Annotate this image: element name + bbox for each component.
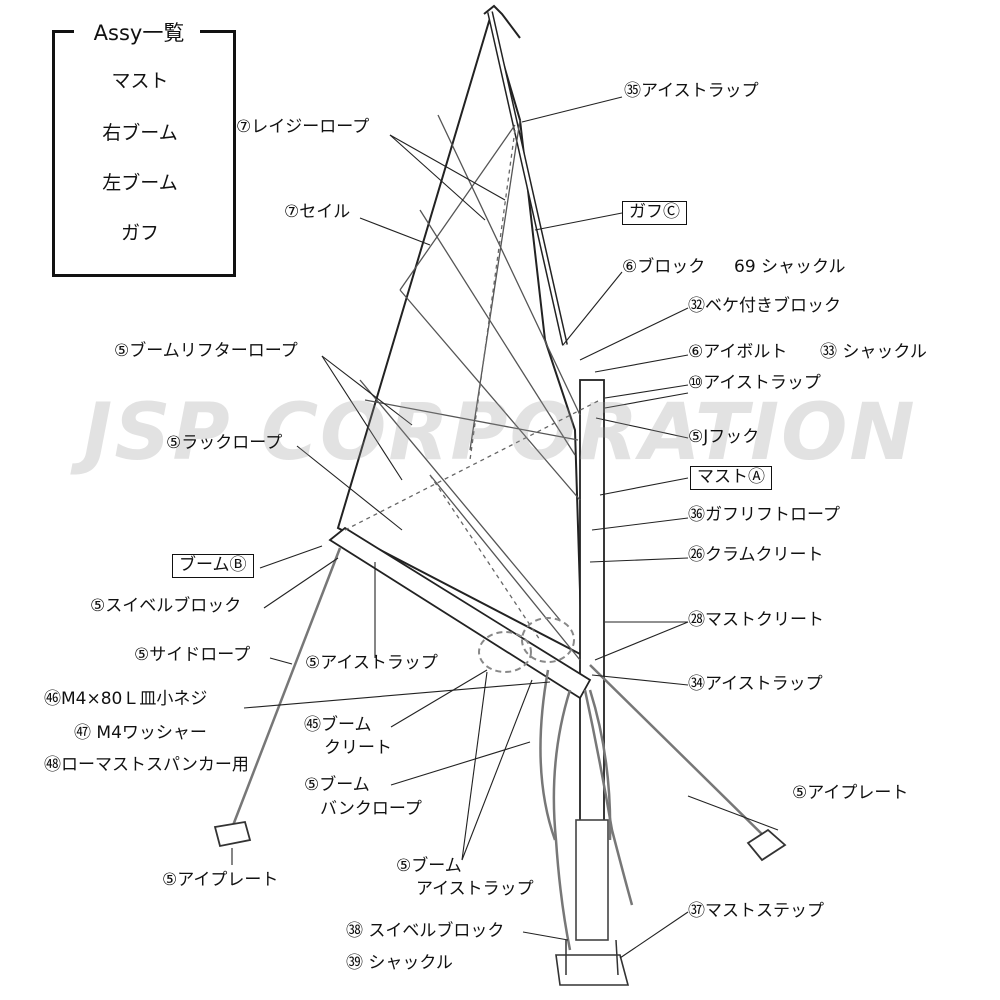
label-eye-strap-10: ⑩アイストラップ [688,373,821,393]
label-mast-step-37: ㊲マストステップ [688,901,824,921]
boom [328,526,592,700]
assy-item-left-boom: 左ブーム [102,172,178,194]
detail-circle-1 [478,631,532,673]
assy-item-right-boom: 右ブーム [102,122,178,144]
mast [579,379,605,831]
label-gaff-lift-rope-36: ㊱ガフリフトロープ [688,505,840,525]
label-mast-cleat-28: ㉘マストクリート [688,610,824,630]
label-eye-bolt-6: ⑥アイボルト [688,342,788,362]
assy-list-box [52,30,236,277]
eye-plate-right [746,828,787,862]
label-boom-lifter-rope-57: ⑤ブームリフターロープ [114,341,298,361]
label-swivel-block-38: ㊳ スイベルブロック [346,921,505,941]
label-swivel-block-53: ⑤スイベルブロック [90,596,242,616]
label-j-hook-59: ⑤Jフック [688,427,760,447]
mast-step-base [555,954,630,986]
label-side-rope-56: ⑤サイドロープ [134,645,251,665]
label-boom-b: ブームⒷ [172,554,254,578]
label-eye-strap-50a: ⑤アイストラップ [305,653,438,673]
label-mast-a: マストⒶ [690,466,772,490]
label-boom-cleat-45-line2: クリート [324,738,392,758]
assy-item-mast: マスト [111,70,169,92]
label-low-mast-spanker-48: ㊽ローマストスパンカー用 [44,755,249,775]
mast-lower [575,819,609,941]
label-shackle-69: 69 シャックル [734,257,846,277]
watermark: JSP CORPORATION [83,388,917,478]
label-sail-71: ⑦セイル [284,202,351,222]
label-block-32: ㉜ベケ付きブロック [688,296,841,316]
eye-plate-left [213,820,252,848]
label-eye-strap-65: ㉟アイストラップ [624,81,759,101]
detail-circle-2 [521,617,575,663]
label-eye-strap-34: ㉞アイストラップ [688,674,823,694]
label-washer-47: ㊼ M4ワッシャー [74,723,207,743]
label-boom-eye-strap-50b-line2: アイストラップ [416,879,534,899]
label-gaff-c: ガフⒸ [622,201,687,225]
label-screw-46: ㊻M4×80Ｌ皿小ネジ [44,689,208,709]
label-clam-cleat-26: ㉖クラムクリート [688,545,824,565]
assy-item-gaff: ガフ [120,222,159,244]
label-boom-cleat-45: ㊺ブーム [304,715,372,735]
label-shackle-33: ㉝ シャックル [820,342,927,362]
label-boom-eye-strap-50b: ⑤ブーム [396,856,462,876]
label-eye-plate-58-right: ⑤アイプレート [792,783,909,803]
label-boom-bank-rope-55-line2: バンクロープ [320,799,422,819]
label-lack-rope-54: ⑤ラックロープ [166,433,283,453]
label-lazy-rope-70: ⑦レイジーロープ [236,117,370,137]
label-block-68: ⑥ブロック [622,257,706,277]
label-shackle-39: ㊴ シャックル [346,953,453,973]
label-boom-bank-rope-55: ⑤ブーム [304,775,370,795]
label-eye-plate-58-left: ⑤アイプレート [162,870,279,890]
assy-title: Assy一覧 [78,17,200,47]
